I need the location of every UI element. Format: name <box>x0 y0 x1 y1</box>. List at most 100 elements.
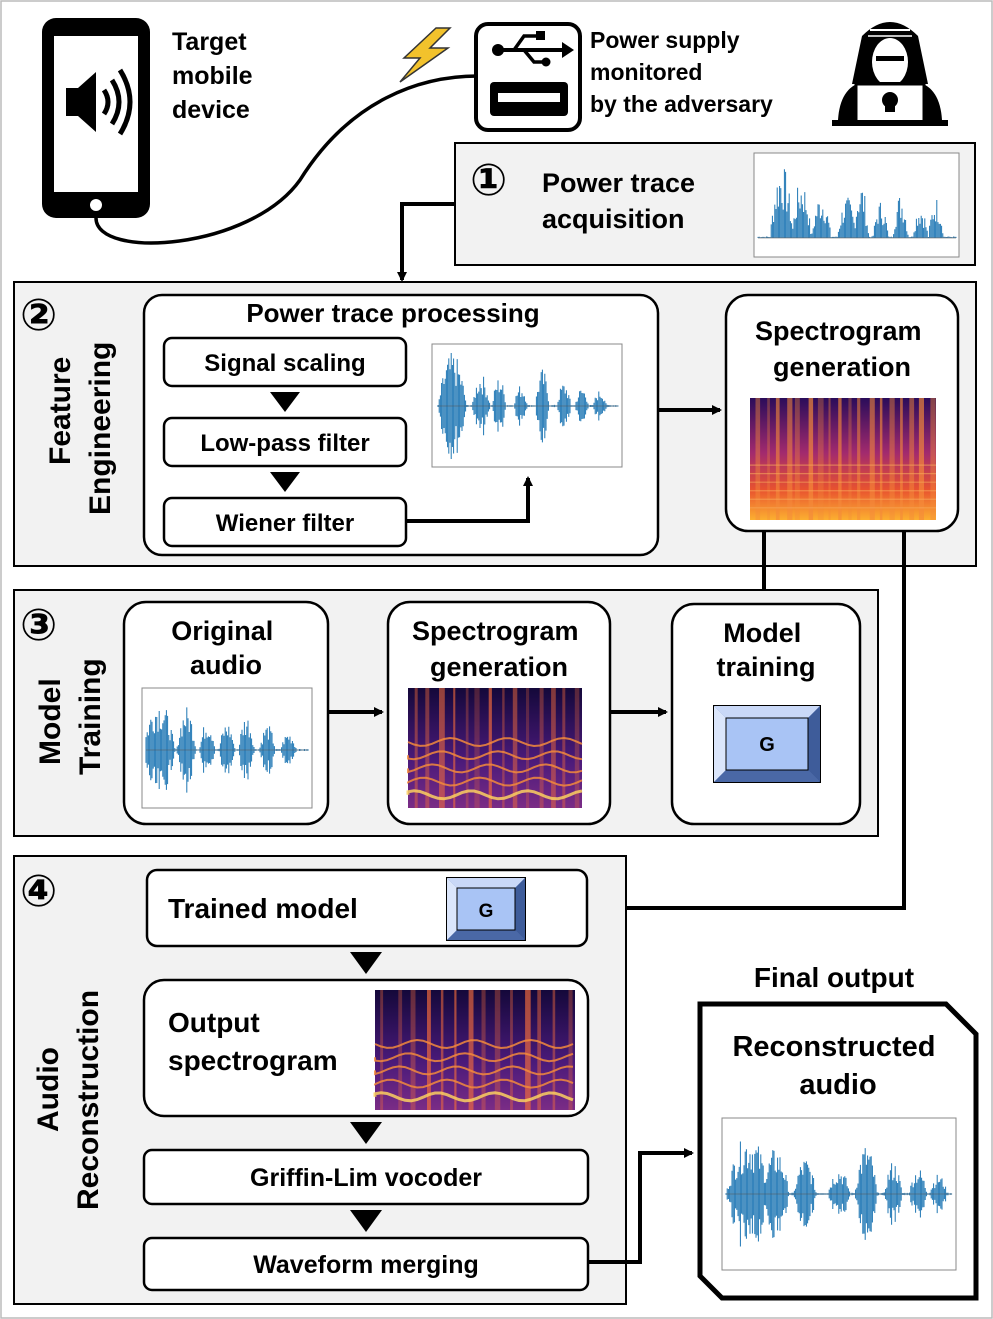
spectrogram-band <box>427 990 431 1110</box>
spectrogram-band <box>900 398 903 520</box>
spectrogram-band <box>454 990 457 1110</box>
training-spectrogram-label: Spectrogram generation <box>412 616 586 682</box>
spectrogram-band <box>755 398 761 520</box>
model-symbol: G <box>759 734 775 756</box>
spectrogram-band <box>817 398 824 520</box>
hacker-icon <box>832 22 948 126</box>
spectrogram-harmonic <box>373 1091 574 1103</box>
spectrogram-band <box>380 990 384 1110</box>
spectrogram-harmonic <box>407 763 583 774</box>
spectrogram-band <box>439 688 445 808</box>
spectrogram-band <box>828 398 831 520</box>
low-pass-filter-box <box>162 416 408 468</box>
lightning-icon <box>399 27 452 83</box>
stage3-side-label: Model Training <box>34 658 107 775</box>
power-spectrogram-image <box>750 398 936 520</box>
mobile-device <box>42 18 150 218</box>
spectrogram-band <box>551 688 556 808</box>
trained-model-symbol: G <box>479 901 494 922</box>
power-supply-label: Power supply monitored by the adversary <box>590 27 773 117</box>
arrow-spectrogram-to-trained-model <box>594 531 906 913</box>
waveform-trace <box>757 169 957 238</box>
spectrogram-band <box>502 688 505 808</box>
stage2-side-label: Feature Engineering <box>44 342 117 515</box>
arrow-down <box>270 392 300 412</box>
speaker-icon <box>66 68 133 136</box>
spectrogram-band <box>869 398 875 520</box>
arrow-filter-to-plot <box>406 476 533 523</box>
usb-icon <box>474 22 582 132</box>
spectrogram-harmonic <box>407 736 583 748</box>
signal-scaling-box <box>162 336 408 388</box>
original-audio-waveform <box>145 707 309 793</box>
spectrogram-band <box>425 688 430 808</box>
processing-title: Power trace processing <box>246 298 539 328</box>
spectrogram-band <box>838 398 842 520</box>
spectrogram-band <box>562 688 566 808</box>
generator-model-block: G <box>713 705 821 783</box>
spectrogram-band <box>879 398 883 520</box>
output-spectrogram-label: Output spectrogram <box>168 1007 338 1076</box>
spectrogram-band <box>453 688 456 808</box>
spectrogram-harmonic <box>374 1052 574 1063</box>
low-pass-filter-label: Low-pass filter <box>200 430 369 457</box>
spectrogram-band <box>552 990 556 1110</box>
waveform-merging-label: Waveform merging <box>253 1251 479 1279</box>
stage1-number: ① <box>470 156 507 205</box>
final-output-label: Reconstructed audio <box>732 1031 943 1101</box>
spectrogram-band <box>465 688 469 808</box>
trained-generator-block: G <box>446 877 526 941</box>
spectrogram-harmonic <box>374 1078 574 1089</box>
arrow-down <box>350 1210 382 1232</box>
stage2-number: ② <box>20 291 57 340</box>
stage4-number: ④ <box>20 867 57 916</box>
spectrogram-band <box>574 688 580 808</box>
original-audio-label: Original audio <box>171 616 281 680</box>
vocoder-label: Griffin-Lim vocoder <box>250 1164 482 1192</box>
arrow-merging-to-output <box>588 1148 694 1264</box>
filtered-trace-waveform <box>437 353 619 459</box>
spectrogram-background <box>408 688 582 808</box>
spectrogram-band <box>512 688 518 808</box>
spectrogram-band <box>474 688 480 808</box>
spectrogram-band <box>857 398 861 520</box>
stage3-number: ③ <box>20 601 57 650</box>
spectrogram-band <box>909 398 915 520</box>
spectrogram-band <box>494 990 501 1110</box>
spectrogram-band <box>539 688 544 808</box>
spectrogram-band <box>398 990 403 1110</box>
arrow-acquisition-to-processing <box>397 202 455 282</box>
spectrogram-band <box>537 990 541 1110</box>
spectrogram-harmonic <box>407 776 583 787</box>
spectrogram-band <box>787 398 793 520</box>
training-spectrogram-image <box>406 688 583 808</box>
spectrogram-band <box>848 398 852 520</box>
spectrogram-harmonic <box>374 1065 574 1076</box>
vocoder-box <box>142 1148 590 1206</box>
spectrogram-harmonic <box>406 789 583 801</box>
spectrogram-harmonic <box>374 1038 574 1050</box>
spectrogram-band <box>468 990 474 1110</box>
spectrogram-band <box>440 990 444 1110</box>
spectrogram-band <box>525 990 531 1110</box>
stage1-title: Power trace acquisition <box>542 168 703 234</box>
spectrogram-band <box>410 990 416 1110</box>
spectrogram-band <box>808 398 814 520</box>
model-training-label: Model training <box>717 618 816 682</box>
spectrogram-band <box>918 398 924 520</box>
reconstructed-audio-waveform <box>725 1141 953 1247</box>
signal-scaling-label: Signal scaling <box>204 350 365 377</box>
spectrogram-band <box>767 398 770 520</box>
spectrogram-band <box>510 990 513 1110</box>
power-cable <box>94 74 479 245</box>
power-trace-waveform <box>757 169 957 239</box>
arrow-down <box>270 472 300 492</box>
spectrogram-band <box>930 398 936 520</box>
spectrogram-band <box>568 990 573 1110</box>
output-spectrogram-image <box>373 990 575 1110</box>
spectrogram-harmonic <box>407 750 583 761</box>
spectrogram-generation-label: Spectrogram generation <box>755 316 929 382</box>
spectrogram-band <box>526 688 530 808</box>
spectrogram-band <box>488 688 492 808</box>
spectrogram-band <box>414 688 418 808</box>
